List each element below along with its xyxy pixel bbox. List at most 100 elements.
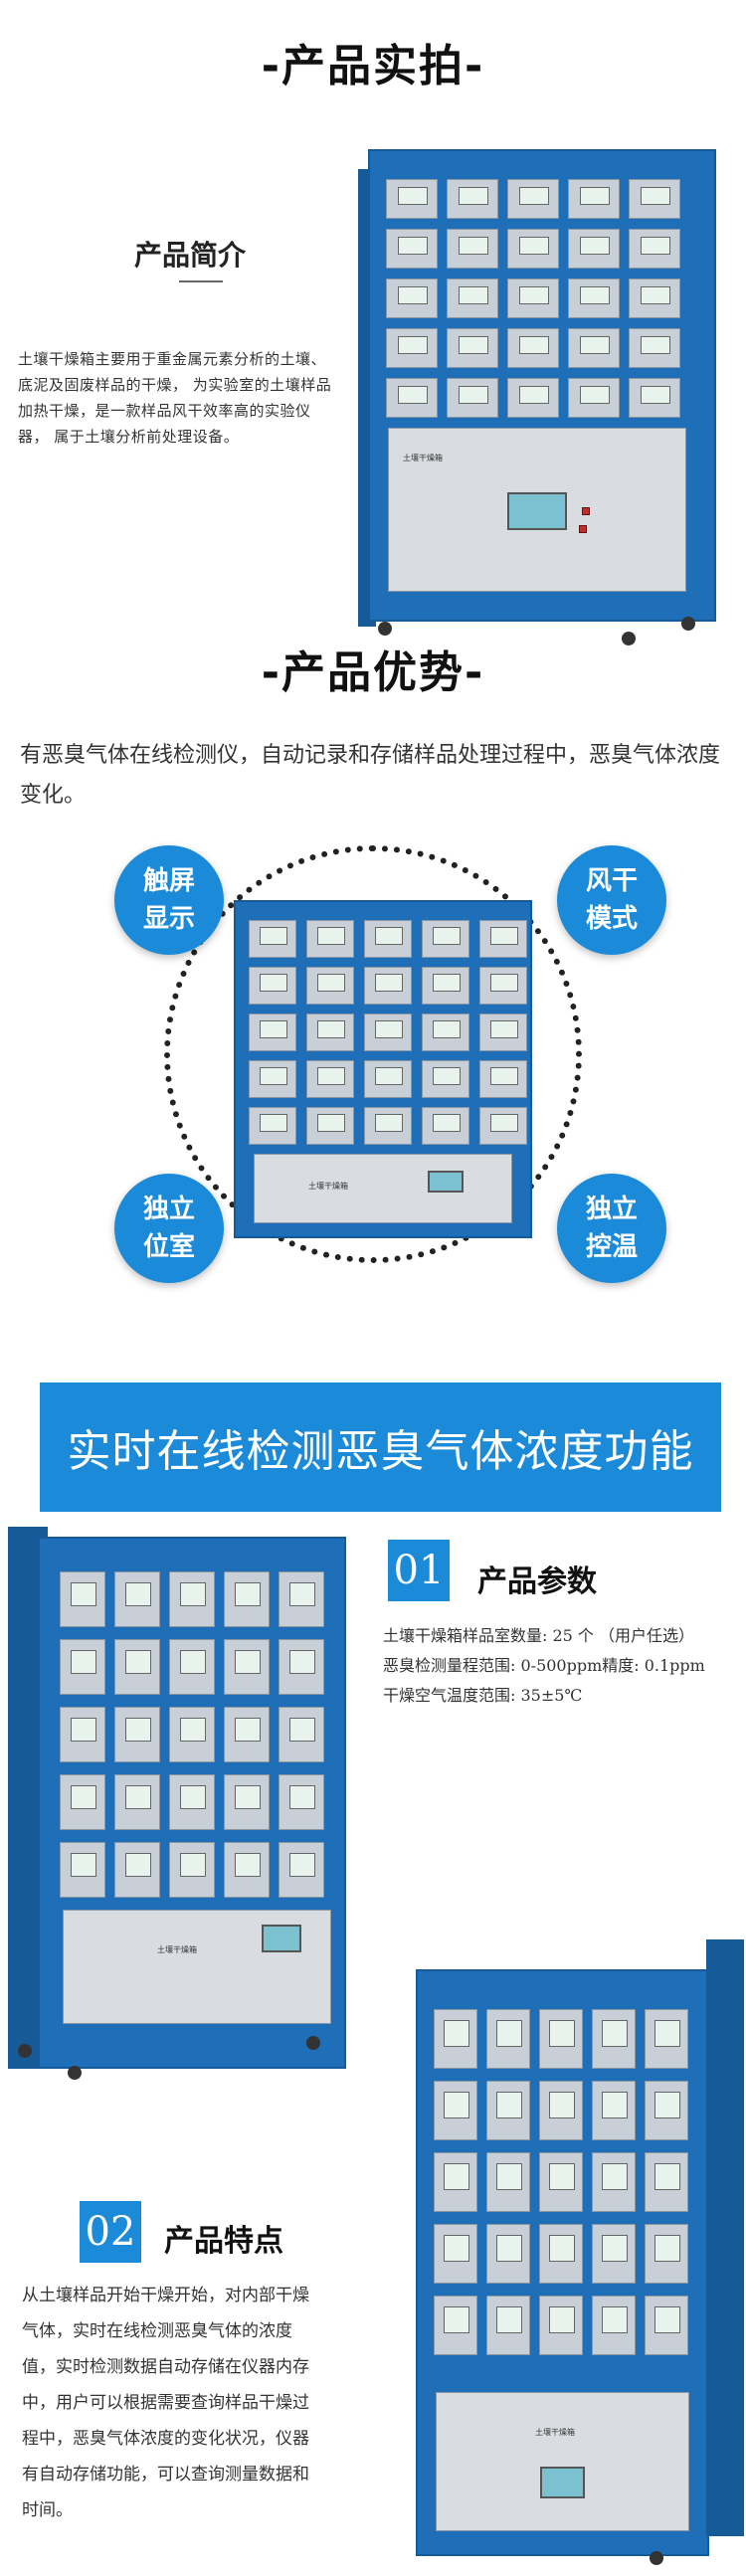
features-heading: 产品特点 [164, 2224, 283, 2259]
sample-chamber [479, 1107, 527, 1145]
intro-text: 土壤干燥箱主要用于重金属元素分析的土壤、 底泥及固废样品的干燥， 为实验室的土壤… [18, 350, 332, 446]
sample-chamber [60, 1639, 105, 1695]
badge-touchscreen-line1: 触屏 [142, 866, 195, 896]
badge-independent-temp-line1: 独立 [585, 1195, 638, 1224]
sample-chamber [539, 2224, 583, 2284]
sample-chamber [486, 2009, 530, 2069]
sample-chamber [539, 2081, 583, 2140]
sample-chamber [507, 229, 559, 269]
sample-chamber [486, 2152, 530, 2212]
sample-chamber [422, 1013, 469, 1051]
sample-chamber [447, 278, 498, 318]
badge-independent-temp: 独立 控温 [557, 1174, 666, 1283]
badge-independent-chamber-line1: 独立 [142, 1195, 195, 1224]
sample-chamber [434, 2081, 477, 2140]
sample-chamber [629, 278, 680, 318]
sample-chamber [645, 2152, 688, 2212]
sample-chamber [169, 1639, 215, 1695]
sample-chamber [249, 1013, 296, 1051]
product-photo-4: 土壤干燥箱 [416, 1939, 744, 2571]
sample-chamber [629, 229, 680, 269]
sample-chamber [479, 1013, 527, 1051]
cabinet-label-1: 土壤干燥箱 [403, 454, 443, 462]
sample-chamber [306, 920, 354, 958]
badge-air-dry-line2: 模式 [585, 904, 638, 934]
sample-chamber [386, 278, 438, 318]
sample-chamber [60, 1842, 105, 1898]
sample-chamber [479, 1060, 527, 1098]
sample-chamber [645, 2009, 688, 2069]
cabinet-label-2: 土壤干燥箱 [308, 1182, 348, 1191]
sample-chamber [279, 1774, 324, 1830]
sample-chamber [447, 229, 498, 269]
intro-title: 产品简介 [134, 239, 247, 272]
sample-chamber [479, 920, 527, 958]
sample-chamber [434, 2296, 477, 2355]
sample-chamber [568, 278, 620, 318]
sample-chamber [306, 1060, 354, 1098]
sample-chamber [386, 328, 438, 368]
sample-chamber [422, 967, 469, 1005]
sample-chamber [279, 1571, 324, 1627]
sample-chamber [479, 967, 527, 1005]
sample-chamber [224, 1639, 270, 1695]
badge-touchscreen: 触屏 显示 [114, 845, 224, 955]
section-title-advantages: -产品优势- [261, 647, 485, 698]
sample-chamber [306, 1013, 354, 1051]
sample-chamber [568, 378, 620, 418]
badge-independent-temp-line2: 控温 [585, 1232, 638, 1262]
param-line: 土壤干燥箱样品室数量: 25 个 （用户任选） [383, 1626, 695, 1645]
sample-chamber [386, 378, 438, 418]
sample-chamber [592, 2296, 636, 2355]
badge-air-dry-line1: 风干 [585, 866, 638, 896]
sample-chamber [592, 2009, 636, 2069]
sample-chamber [364, 1013, 412, 1051]
sample-chamber [114, 1842, 160, 1898]
sample-chamber [539, 2152, 583, 2212]
sample-chamber [114, 1774, 160, 1830]
sample-chamber [364, 967, 412, 1005]
sample-chamber [306, 1107, 354, 1145]
sample-chamber [224, 1571, 270, 1627]
badge-touchscreen-line2: 显示 [142, 904, 195, 934]
param-line: 干燥空气温度范围: 35±5℃ [383, 1686, 583, 1705]
sample-chamber [592, 2224, 636, 2284]
sample-chamber [486, 2296, 530, 2355]
sample-chamber [447, 328, 498, 368]
sample-chamber [629, 378, 680, 418]
sample-chamber [249, 920, 296, 958]
sample-chamber [279, 1639, 324, 1695]
sample-chamber [645, 2081, 688, 2140]
sample-chamber [224, 1707, 270, 1762]
sample-chamber [279, 1842, 324, 1898]
sample-chamber [645, 2224, 688, 2284]
sample-chamber [169, 1842, 215, 1898]
sample-chamber [279, 1707, 324, 1762]
product-photo-3: 土壤干燥箱 [8, 1527, 346, 2084]
sample-chamber [386, 229, 438, 269]
sample-chamber [364, 1107, 412, 1145]
features-text: 从土壤样品开始干燥开始，对内部干燥气体，实时在线检测恶臭气体的浓度值，实时检测数… [22, 2286, 309, 2520]
sample-chamber [592, 2152, 636, 2212]
section-title-photos: -产品实拍- [261, 41, 485, 92]
sample-chamber [60, 1707, 105, 1762]
sample-chamber [249, 967, 296, 1005]
params-number: 01 [388, 1540, 450, 1601]
sample-chamber [169, 1571, 215, 1627]
product-photo-1: 土壤干燥箱 [358, 149, 726, 646]
sample-chamber [629, 179, 680, 219]
sample-chamber [224, 1774, 270, 1830]
sample-chamber [447, 179, 498, 219]
sample-chamber [507, 378, 559, 418]
intro-divider [179, 280, 223, 282]
sample-chamber [434, 2152, 477, 2212]
sample-chamber [486, 2224, 530, 2284]
sample-chamber [507, 179, 559, 219]
sample-chamber [224, 1842, 270, 1898]
sample-chamber [629, 328, 680, 368]
sample-chamber [422, 920, 469, 958]
dotted-circle [164, 845, 582, 1263]
sample-chamber [568, 328, 620, 368]
sample-chamber [249, 1060, 296, 1098]
cabinet-label-4: 土壤干燥箱 [535, 2428, 575, 2437]
